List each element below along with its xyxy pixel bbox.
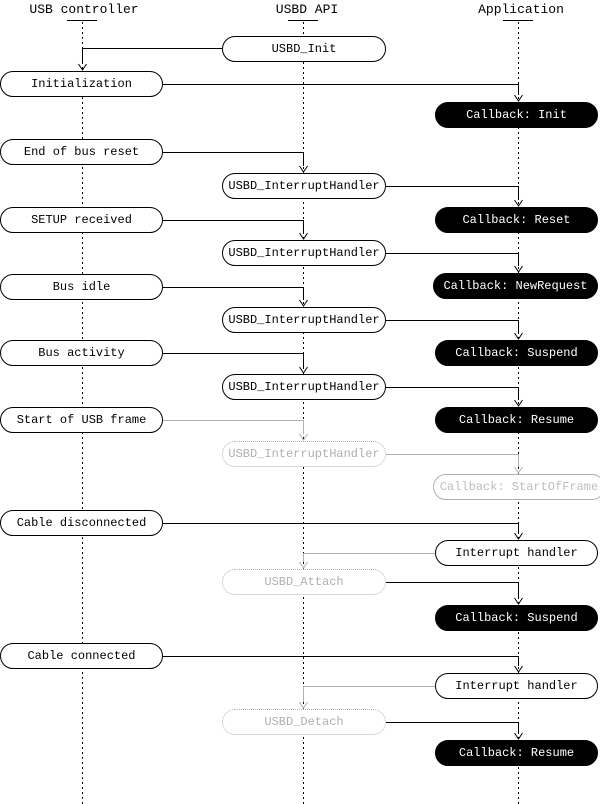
header-usbd-api: USBD API <box>275 2 339 17</box>
connector-end-of-bus-reset-to-uih1 <box>163 152 308 173</box>
callback-box-resume-2: Callback: Resume <box>435 740 598 766</box>
event-box-bus-activity: Bus activity <box>0 340 163 366</box>
connector-bus-idle-to-uih3 <box>163 287 308 307</box>
connector-cable-disconnected-to-interrupt-handler <box>163 523 523 540</box>
callback-box-init: Callback: Init <box>435 102 598 128</box>
header-application: Application <box>478 2 564 17</box>
event-box-start-of-usb-frame: Start of USB frame <box>0 407 163 433</box>
connector-uih2-to-cb-newrequest <box>386 253 523 273</box>
connector-interrupt-handler2-to-usbd-detach <box>299 686 435 709</box>
connector-uih4-to-cb-resume <box>386 387 523 407</box>
connector-setup-received-to-uih2 <box>163 220 308 240</box>
callback-box-newrequest: Callback: NewRequest <box>433 273 598 299</box>
api-box-usbd-detach: USBD_Detach <box>222 709 386 735</box>
callback-box-resume-1: Callback: Resume <box>435 407 598 433</box>
connector-usbd-attach-to-cb-suspend2 <box>386 582 523 605</box>
api-box-interrupt-handler-4: USBD_InterruptHandler <box>222 374 386 400</box>
connector-start-of-usb-frame-to-uih-gray <box>163 420 308 441</box>
connector-bus-activity-to-uih4 <box>163 353 308 374</box>
interrupt-handler-box-1: Interrupt handler <box>435 540 598 566</box>
interrupt-handler-box-2: Interrupt handler <box>435 673 598 699</box>
connector-initialization-to-cb-init <box>163 84 523 102</box>
api-box-interrupt-handler-2: USBD_InterruptHandler <box>222 240 386 266</box>
event-box-initialization: Initialization <box>0 71 163 97</box>
header-usb-controller: USB controller <box>29 2 139 17</box>
connector-usbd-init-to-initialization <box>78 48 222 71</box>
api-box-usbd-init: USBD_Init <box>222 36 386 62</box>
connector-cable-connected-to-interrupt-handler2 <box>163 656 523 673</box>
connector-interrupt-handler-to-usbd-attach <box>299 553 435 569</box>
connector-uih3-to-cb-suspend <box>386 320 523 340</box>
api-box-interrupt-handler-1: USBD_InterruptHandler <box>222 173 386 199</box>
event-box-cable-disconnected: Cable disconnected <box>0 510 163 536</box>
connector-uih1-to-cb-reset <box>386 186 523 207</box>
api-box-interrupt-handler-optional: USBD_InterruptHandler <box>222 441 386 467</box>
event-box-bus-idle: Bus idle <box>0 274 163 300</box>
api-box-usbd-attach: USBD_Attach <box>222 569 386 595</box>
callback-box-reset: Callback: Reset <box>435 207 598 233</box>
event-box-setup-received: SETUP received <box>0 207 163 233</box>
connector-uih-gray-to-cb-startofframe <box>386 454 523 474</box>
api-box-interrupt-handler-3: USBD_InterruptHandler <box>222 307 386 333</box>
callback-box-suspend-1: Callback: Suspend <box>435 340 598 366</box>
event-box-end-of-bus-reset: End of bus reset <box>0 139 163 165</box>
callback-box-startofframe: Callback: StartOfFrame <box>433 474 600 500</box>
callback-box-suspend-2: Callback: Suspend <box>435 605 598 631</box>
connector-usbd-detach-to-cb-resume2 <box>386 722 523 740</box>
event-box-cable-connected: Cable connected <box>0 643 163 669</box>
